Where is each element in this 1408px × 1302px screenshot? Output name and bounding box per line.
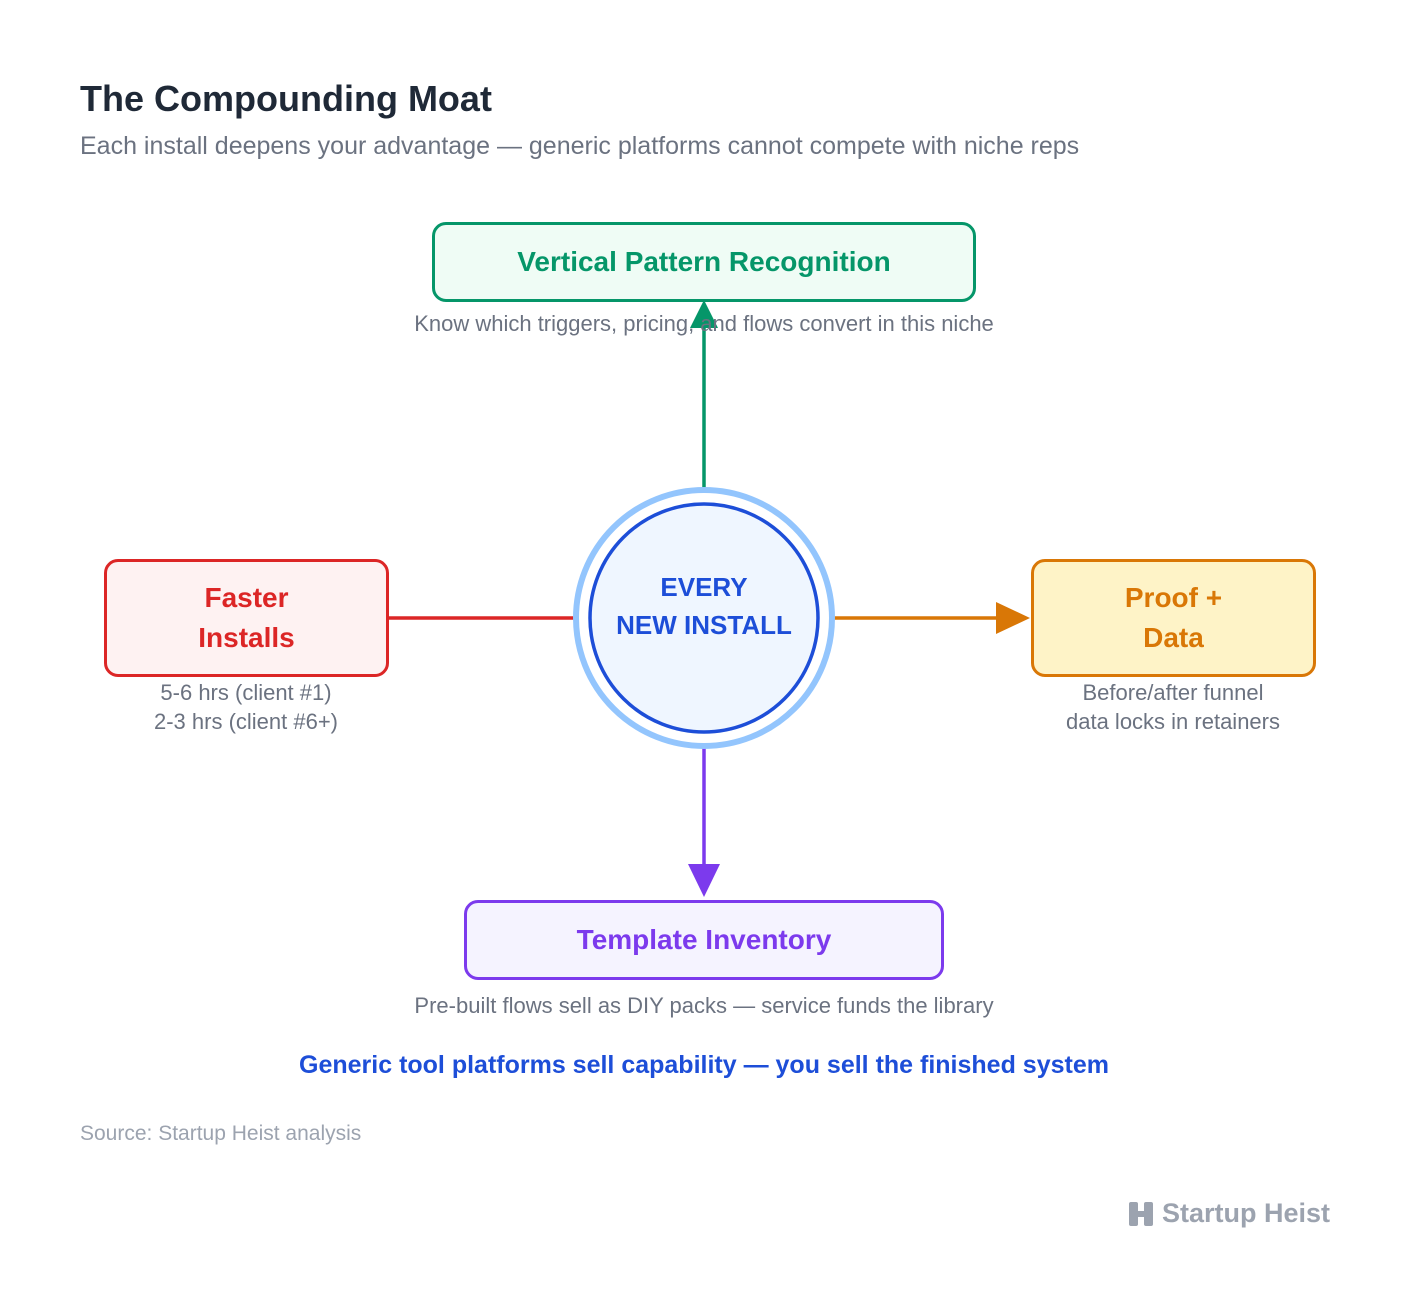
page-title: The Compounding Moat: [80, 78, 492, 119]
node-label-line: Faster: [204, 582, 289, 613]
node-description-bottom: Pre-built flows sell as DIY packs — serv…: [414, 993, 994, 1018]
description-line: 5-6 hrs (client #1): [160, 680, 332, 705]
description-line: Before/after funnel: [1082, 680, 1264, 705]
center-inner-circle: [588, 502, 820, 734]
brand-logo: Startup Heist: [1128, 1198, 1330, 1229]
center-label-line: NEW INSTALL: [616, 610, 792, 640]
node-description-right: Before/after funnel data locks in retain…: [1023, 678, 1323, 736]
arrowhead-bottom: [688, 864, 720, 897]
center-label-line: EVERY: [660, 572, 748, 602]
node-description-left: 5-6 hrs (client #1) 2-3 hrs (client #6+): [96, 678, 396, 736]
description-line: data locks in retainers: [1066, 709, 1280, 734]
description-line: 2-3 hrs (client #6+): [153, 709, 339, 734]
tagline: Generic tool platforms sell capability —…: [299, 1051, 1109, 1079]
node-label: Vertical Pattern Recognition: [517, 246, 891, 277]
node-label: Template Inventory: [576, 924, 832, 955]
arrowhead-right: [996, 602, 1030, 634]
node-vertical-pattern-recognition: Vertical Pattern Recognition: [432, 222, 976, 302]
node-description-top: Know which triggers, pricing, and flows …: [414, 311, 994, 336]
page-subtitle: Each install deepens your advantage — ge…: [80, 132, 1080, 160]
node-label-line: Installs: [198, 622, 295, 653]
source-note: Source: Startup Heist analysis: [80, 1122, 362, 1145]
center-label: EVERY NEW INSTALL: [604, 568, 804, 644]
node-label-line: Data: [1143, 622, 1204, 653]
node-faster-installs: Faster Installs: [104, 559, 389, 677]
heist-logo-icon: [1129, 1201, 1153, 1226]
node-template-inventory: Template Inventory: [464, 900, 944, 980]
node-proof-data: Proof + Data: [1031, 559, 1316, 677]
arrowhead-top: [690, 300, 718, 328]
node-label-line: Proof +: [1124, 582, 1223, 613]
brand-name: Startup Heist: [1162, 1198, 1331, 1228]
